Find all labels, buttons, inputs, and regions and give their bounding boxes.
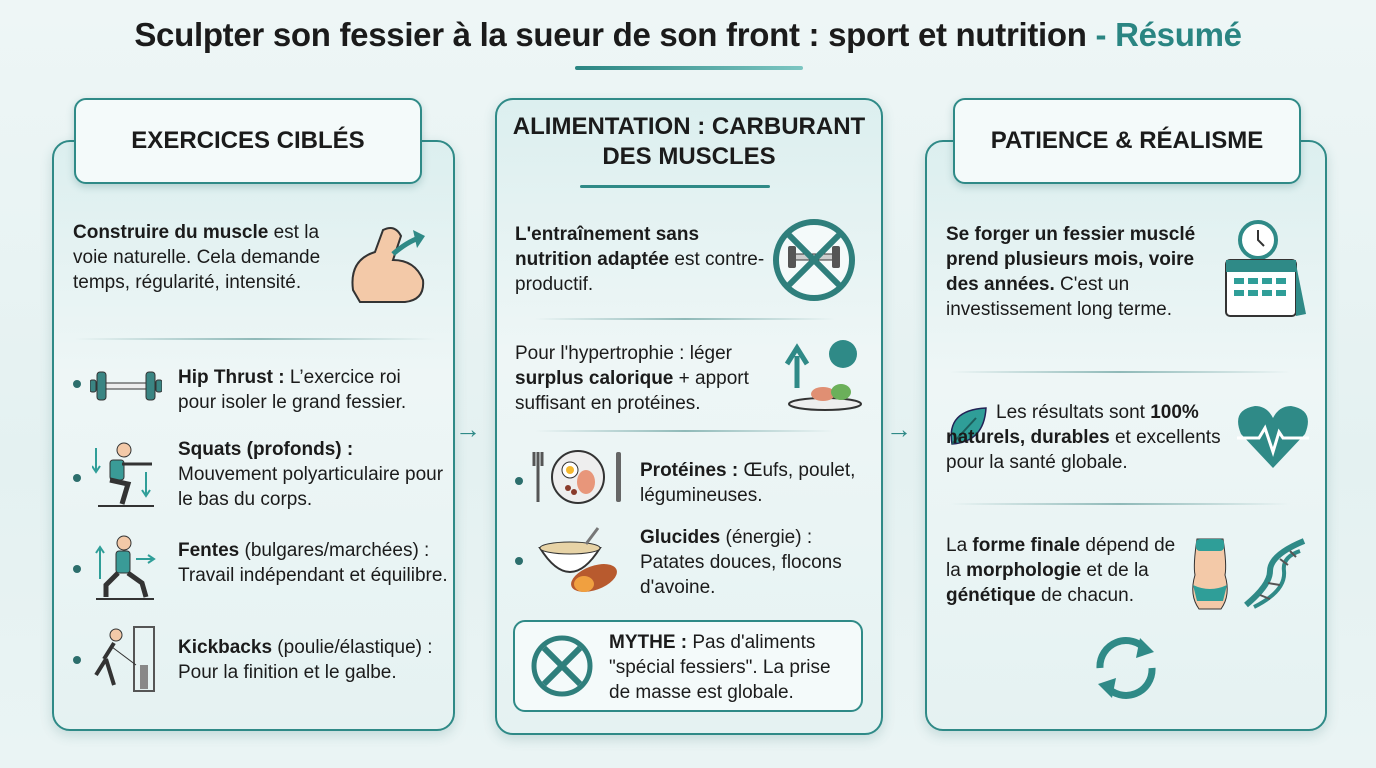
header-exercises: EXERCICES CIBLÉS [74,98,422,184]
text-segment: dépend de la [946,535,1176,581]
bold-text-segment: Glucides [640,527,721,548]
text-segment: est contre-productif. [515,249,765,295]
food-glucides: Glucides (énergie) : Patates douces, flo… [640,525,870,600]
bold-text-segment: Squats (profonds) : [178,439,354,460]
divider [535,318,835,320]
divider [950,503,1290,505]
header-nutrition: ALIMENTATION : CARBURANT DES MUSCLES [512,113,866,170]
bold-text-segment: Kickbacks [178,637,273,658]
text-segment: Pas d'aliments "spécial fessiers". La pr… [609,632,831,703]
header-label: EXERCICES CIBLÉS [131,126,365,154]
exercise-kickbacks: Kickbacks (poulie/élastique) : Pour la f… [178,635,453,685]
bold-text-segment: Construire du muscle [73,222,269,243]
oat-bowl-sweet-potato-icon [538,527,617,592]
exercise-squats: Squats (profonds) : Mouvement polyarticu… [178,437,448,512]
calendar-clock-icon [1225,220,1306,317]
myth-text: MYTHE : Pas d'aliments "spécial fessiers… [609,630,854,705]
bold-text-segment: surplus calorique [515,368,674,389]
exercise-fentes: Fentes (bulgares/marchées) : Travail ind… [178,538,453,588]
text-segment: (bulgares/marchées) : Travail indépendan… [178,540,448,586]
text-segment: (énergie) : Patates douces, flocons d'av… [640,527,842,598]
dna-icon [1244,538,1306,609]
calorie-surplus-plate-icon [784,340,862,411]
header-patience: PATIENCE & RÉALISME [953,98,1301,184]
text-segment: et de la [1081,560,1149,581]
squat-figure-icon [92,442,154,507]
intro-text: L'entraînement sans nutrition adaptée es… [515,222,765,297]
results-text: Les résultats sont 100% naturels, durabl… [946,400,1236,475]
cross-circle-icon [531,635,593,697]
divider [75,338,435,340]
title-suffix: - Résumé [1095,16,1242,53]
title-main: Sculpter son fessier à la sueur de son f… [134,16,1087,53]
bold-text-segment: forme finale [972,535,1081,556]
exercise-hip-thrust: Hip Thrust : L’exercice roi pour isoler … [178,365,438,415]
intro-text: Se forger un fessier musclé prend plusie… [946,222,1231,322]
title-underline [575,66,803,70]
bullet [515,557,523,565]
text-segment: Les résultats sont [996,402,1151,423]
text-segment: La [946,535,973,556]
bullet [73,656,81,664]
divider [535,430,835,432]
bullet [515,477,523,485]
bold-text-segment: L'entraînement sans nutrition adaptée [515,224,700,270]
header-underline [580,185,770,188]
header-label: PATIENCE & RÉALISME [990,126,1264,154]
arrow-right-icon: → [455,414,481,444]
myth-box [513,620,863,712]
leaf-icon [950,407,987,445]
intro-text: Construire du muscle est la voie naturel… [73,220,343,295]
lunge-figure-icon [95,535,156,600]
text-segment: (poulie/élastique) : Pour la finition et… [178,637,433,683]
bold-text-segment: Fentes [178,540,240,561]
flexed-bicep-arrow-icon [351,227,425,303]
heart-pulse-icon [1237,406,1309,468]
bullet [73,474,81,482]
bold-text-segment: Se forger un fessier musclé prend plusie… [946,224,1196,295]
text-segment: de chacun. [1035,585,1134,606]
bullet [73,380,81,388]
page-title: Sculpter son fessier à la sueur de son f… [0,16,1376,54]
text-segment: + apport suffisant en protéines. [515,368,749,414]
text-segment: Mouvement polyarticulaire pour le bas du… [178,464,444,510]
text-segment: Pour l'hypertrophie : léger [515,343,732,364]
bold-text-segment: morphologie [966,560,1082,581]
text-segment: est la voie naturelle. Cela demande temp… [73,222,321,293]
hypertrophy-text: Pour l'hypertrophie : léger surplus calo… [515,341,780,416]
cycle-arrows-icon [1096,637,1156,699]
protein-plate-icon [532,450,621,504]
bullet [73,565,81,573]
bold-text-segment: Protéines : [640,460,739,481]
text-segment: Œufs, poulet, légumineuses. [640,460,856,506]
body-shape-icon [1192,538,1228,610]
bold-text-segment: 100% naturels, durables [946,402,1199,448]
text-segment: C'est un investissement long terme. [946,274,1172,320]
arrow-right-icon: → [886,414,912,444]
cable-kickback-icon [94,626,155,692]
text-segment: L’exercice roi pour isoler le grand fess… [178,367,407,413]
bold-text-segment: MYTHE : [609,632,688,653]
no-dumbbell-fork-knife-icon [773,219,855,301]
bold-text-segment: Hip Thrust : [178,367,285,388]
text-segment: et excellents pour la santé globale. [946,427,1221,473]
bold-text-segment: génétique [946,585,1036,606]
divider [950,371,1290,373]
barbell-icon [90,371,162,401]
food-proteines: Protéines : Œufs, poulet, légumineuses. [640,458,870,508]
morphology-text: La forme finale dépend de la morphologie… [946,533,1186,608]
